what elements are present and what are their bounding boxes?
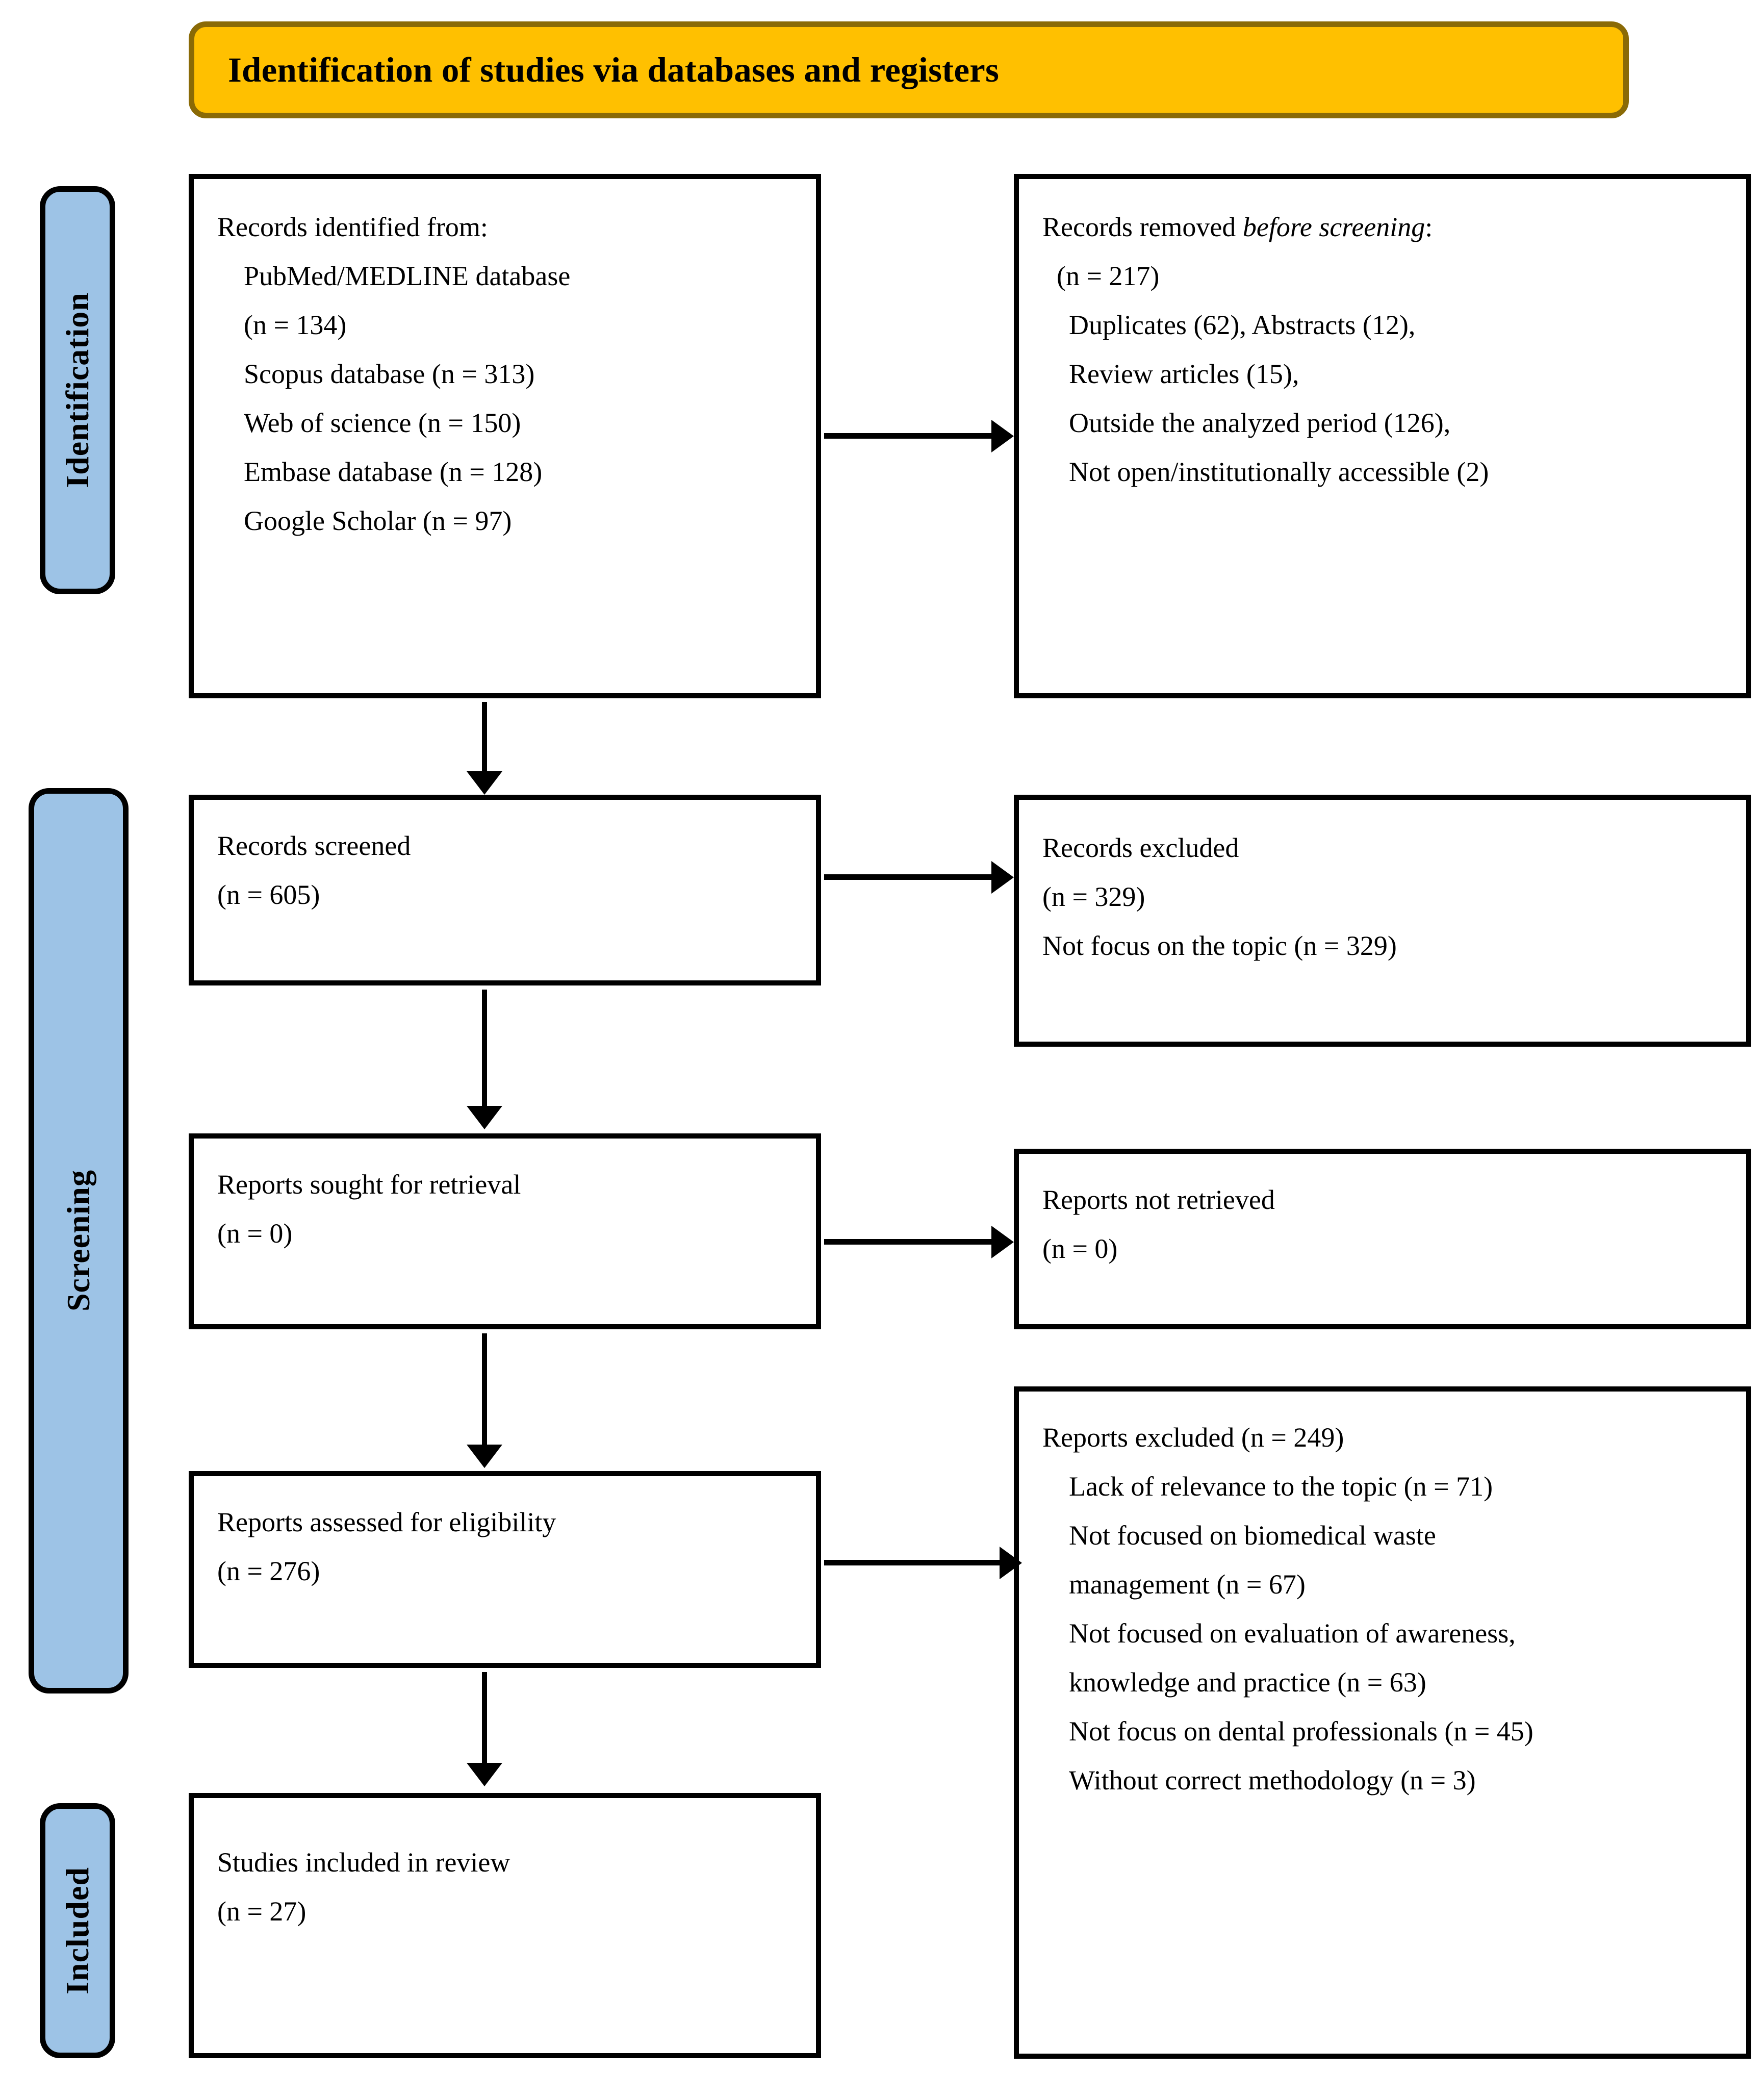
phase-label-screening: Screening xyxy=(29,788,129,1693)
line-records-removed-heading: Records removed before screening: xyxy=(1042,203,1729,251)
box-records-removed-lines: Records removed before screening: (n = 2… xyxy=(1019,179,1746,496)
line-not-biomedical-waste: Not focused on biomedical waste xyxy=(1069,1520,1436,1551)
arrow-assessed-to-reports-excluded xyxy=(824,1547,1022,1579)
records-removed-heading-prefix: Records removed xyxy=(1042,212,1243,242)
box-records-screened: Records screened (n = 605) xyxy=(189,795,821,985)
line-google-scholar: Google Scholar (n = 97) xyxy=(244,505,512,536)
box-records-screened-lines: Records screened (n = 605) xyxy=(194,800,816,919)
records-removed-heading-suffix: : xyxy=(1425,212,1433,242)
line-not-evaluation-awareness: Not focused on evaluation of awareness, xyxy=(1069,1618,1516,1649)
line-reports-not-retrieved-count: (n = 0) xyxy=(1042,1233,1118,1264)
line-pubmed: PubMed/MEDLINE database xyxy=(244,261,571,291)
phase-label-identification-text: Identification xyxy=(59,292,95,488)
line-web-of-science: Web of science (n = 150) xyxy=(244,408,521,438)
box-records-identified-lines: Records identified from: PubMed/MEDLINE … xyxy=(194,179,816,545)
line-reports-excluded-heading: Reports excluded (n = 249) xyxy=(1042,1422,1344,1453)
line-not-focus-topic: Not focus on the topic (n = 329) xyxy=(1042,930,1397,961)
box-reports-sought: Reports sought for retrieval (n = 0) xyxy=(189,1133,821,1329)
box-reports-excluded-lines: Reports excluded (n = 249) Lack of relev… xyxy=(1019,1392,1746,1805)
line-reports-assessed-heading: Reports assessed for eligibility xyxy=(217,1507,556,1537)
line-reports-sought-heading: Reports sought for retrieval xyxy=(217,1169,521,1200)
box-reports-not-retrieved: Reports not retrieved (n = 0) xyxy=(1014,1149,1751,1329)
records-removed-heading-italic: before screening xyxy=(1242,212,1425,242)
box-reports-not-retrieved-lines: Reports not retrieved (n = 0) xyxy=(1019,1154,1746,1273)
line-records-identified-heading: Records identified from: xyxy=(217,212,488,242)
line-duplicates: Duplicates (62), Abstracts (12), xyxy=(1069,310,1416,340)
arrow-sought-to-not-retrieved xyxy=(824,1226,1014,1258)
line-pubmed-count: (n = 134) xyxy=(244,310,347,340)
box-records-identified: Records identified from: PubMed/MEDLINE … xyxy=(189,174,821,698)
line-reports-assessed-count: (n = 276) xyxy=(217,1556,320,1586)
box-reports-assessed: Reports assessed for eligibility (n = 27… xyxy=(189,1471,821,1668)
line-records-excluded-heading: Records excluded xyxy=(1042,832,1239,863)
line-review-articles: Review articles (15), xyxy=(1069,359,1299,389)
box-records-removed: Records removed before screening: (n = 2… xyxy=(1014,174,1751,698)
line-not-dental-professionals: Not focus on dental professionals (n = 4… xyxy=(1069,1716,1533,1747)
arrow-sought-to-assessed xyxy=(467,1333,502,1468)
arrow-screened-to-excluded xyxy=(824,861,1014,894)
line-records-screened-count: (n = 605) xyxy=(217,879,320,910)
arrow-identified-to-removed xyxy=(824,420,1014,452)
line-outside-period: Outside the analyzed period (126), xyxy=(1069,408,1451,438)
box-records-excluded: Records excluded (n = 329) Not focus on … xyxy=(1014,795,1751,1047)
phase-label-screening-text: Screening xyxy=(60,1170,96,1312)
phase-label-included: Included xyxy=(40,1803,115,2058)
box-reports-assessed-lines: Reports assessed for eligibility (n = 27… xyxy=(194,1476,816,1596)
line-records-screened-heading: Records screened xyxy=(217,830,411,861)
line-management-count: management (n = 67) xyxy=(1069,1569,1306,1600)
box-studies-included-lines: Studies included in review (n = 27) xyxy=(194,1798,816,1936)
arrow-screened-to-sought xyxy=(467,990,502,1129)
box-studies-included: Studies included in review (n = 27) xyxy=(189,1793,821,2058)
line-not-accessible: Not open/institutionally accessible (2) xyxy=(1069,457,1489,487)
line-scopus: Scopus database (n = 313) xyxy=(244,359,535,389)
line-removed-count: (n = 217) xyxy=(1057,261,1160,291)
line-records-excluded-count: (n = 329) xyxy=(1042,881,1145,912)
box-reports-excluded: Reports excluded (n = 249) Lack of relev… xyxy=(1014,1386,1751,2059)
box-reports-sought-lines: Reports sought for retrieval (n = 0) xyxy=(194,1139,816,1258)
line-knowledge-practice: knowledge and practice (n = 63) xyxy=(1069,1667,1426,1698)
line-lack-of-relevance: Lack of relevance to the topic (n = 71) xyxy=(1069,1471,1493,1502)
box-records-excluded-lines: Records excluded (n = 329) Not focus on … xyxy=(1019,800,1746,970)
diagram-title-banner: Identification of studies via databases … xyxy=(189,21,1629,118)
arrow-assessed-to-included xyxy=(467,1672,502,1786)
line-studies-included-count: (n = 27) xyxy=(217,1896,306,1927)
line-without-methodology: Without correct methodology (n = 3) xyxy=(1069,1765,1476,1796)
diagram-title-text: Identification of studies via databases … xyxy=(228,50,1000,89)
phase-label-included-text: Included xyxy=(59,1867,95,1994)
line-reports-not-retrieved-heading: Reports not retrieved xyxy=(1042,1184,1275,1215)
line-studies-included-heading: Studies included in review xyxy=(217,1847,510,1878)
line-reports-sought-count: (n = 0) xyxy=(217,1218,293,1249)
arrow-identified-to-screened xyxy=(467,702,502,795)
phase-label-identification: Identification xyxy=(40,186,115,594)
line-embase: Embase database (n = 128) xyxy=(244,457,543,487)
